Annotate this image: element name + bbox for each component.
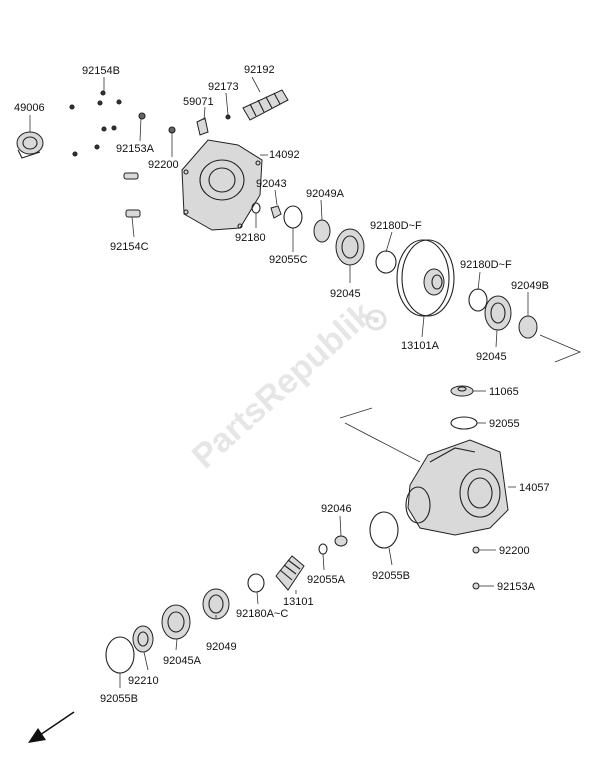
part-number-labels: 92154B 92192 92173 59071 49006 92153A 92…	[14, 64, 550, 705]
part-bolt-92153A	[123, 172, 141, 218]
part-o-ring-92055C	[283, 205, 303, 229]
label-13101: 13101	[283, 596, 314, 608]
label-92045A: 92045A	[163, 655, 202, 667]
label-13101A: 13101A	[401, 340, 440, 352]
part-seal-92049	[202, 588, 230, 620]
part-bearing-92045-upper	[335, 228, 365, 266]
label-92173: 92173	[208, 81, 239, 93]
part-shim-92049B	[518, 315, 538, 339]
leader-lines	[29, 76, 529, 688]
watermark-gear-icon	[365, 309, 387, 331]
watermark: PartsRepublik	[185, 295, 380, 476]
label-92153A-top: 92153A	[116, 143, 155, 155]
label-92043: 92043	[256, 178, 287, 190]
part-o-ring-92180DF-left	[375, 250, 397, 274]
label-92049A: 92049A	[306, 188, 345, 200]
part-bearing-92045-lower	[484, 295, 512, 331]
part-cap-11065	[450, 385, 474, 397]
watermark-text: PartsRepublik	[185, 295, 380, 476]
part-pinion-13101	[275, 555, 305, 591]
part-housing-14092	[181, 139, 263, 231]
part-o-ring-92055B-mid	[369, 511, 399, 549]
part-ring-92180AC	[247, 573, 265, 593]
label-92055C: 92055C	[269, 254, 308, 266]
label-92200-top: 92200	[148, 159, 179, 171]
part-oil-seal-49006	[16, 131, 44, 159]
assembly-guide-line-mid	[339, 407, 421, 463]
label-92049B: 92049B	[511, 280, 549, 292]
label-14057: 14057	[519, 482, 550, 494]
label-92180DF-left: 92180D~F	[370, 220, 422, 232]
label-92055: 92055	[489, 418, 520, 430]
part-boot-92192	[242, 89, 289, 121]
part-ring-92210	[132, 625, 154, 653]
label-92045-lower: 92045	[476, 351, 507, 363]
label-49006: 49006	[14, 102, 45, 114]
label-92180: 92180	[235, 232, 266, 244]
part-bolts-lower-right	[472, 546, 480, 590]
label-92192: 92192	[244, 64, 275, 76]
label-92045-upper: 92045	[330, 288, 361, 300]
label-92200-bottom: 92200	[499, 545, 530, 557]
label-92154C: 92154C	[110, 241, 149, 253]
label-92180AC: 92180A~C	[236, 608, 288, 620]
label-92055B-bottom: 92055B	[100, 693, 138, 705]
part-o-ring-92055	[450, 416, 478, 430]
label-92154B: 92154B	[82, 65, 120, 77]
label-92049: 92049	[206, 641, 237, 653]
part-ring-gear-13101A	[396, 239, 455, 317]
label-92055A: 92055A	[307, 574, 346, 586]
label-92153A-bottom: 92153A	[497, 581, 536, 593]
label-59071: 59071	[183, 96, 214, 108]
label-11065: 11065	[489, 386, 519, 398]
part-o-ring-92180DF-right	[468, 288, 488, 312]
part-bearing-92045A	[161, 604, 191, 640]
label-92180DF-right: 92180D~F	[460, 259, 512, 271]
part-small-bolts	[69, 90, 231, 157]
part-o-ring-92055A	[318, 543, 328, 555]
front-direction-arrow-icon	[28, 711, 75, 743]
part-case-14057	[405, 439, 509, 536]
label-92055B-mid: 92055B	[372, 570, 410, 582]
part-pin-59071	[196, 117, 209, 136]
label-92210: 92210	[128, 675, 159, 687]
part-shim-92049A	[313, 219, 331, 243]
label-92046: 92046	[321, 503, 352, 515]
label-14092: 14092	[269, 149, 300, 161]
part-bushing-92046	[334, 535, 348, 547]
assembly-guide-line-upper	[539, 334, 582, 363]
part-o-ring-92055B-bottom	[105, 636, 135, 674]
